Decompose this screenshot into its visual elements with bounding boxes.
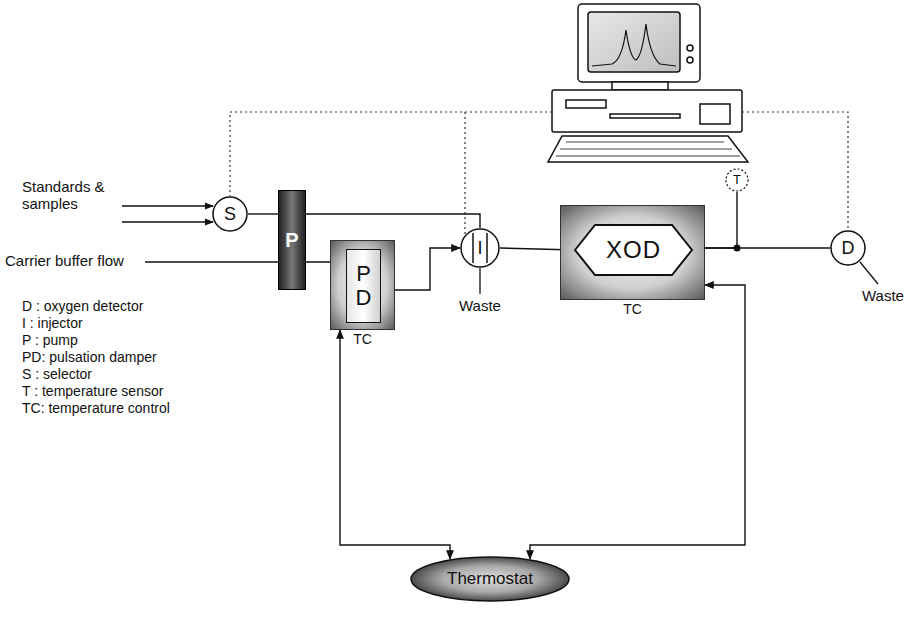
flow-connector — [248, 213, 278, 214]
node-label: TC — [623, 302, 642, 317]
injector-circle: I — [460, 228, 500, 268]
node-label: T — [733, 173, 741, 187]
flow-label: Carrier buffer flow — [5, 252, 124, 269]
node-label: S — [224, 205, 236, 224]
node-label: P — [285, 230, 298, 251]
selector-circle: S — [212, 196, 248, 232]
damper-box: P D — [346, 249, 381, 323]
node-label: D — [842, 239, 855, 258]
node-label: P D — [356, 262, 372, 310]
control-line — [230, 112, 848, 234]
sensor-circle: T — [725, 168, 749, 192]
temperature-housing: TCP D — [330, 240, 395, 330]
flow-connector — [340, 330, 450, 559]
node-label: XOD — [606, 237, 661, 262]
waste-label: Waste — [459, 297, 501, 314]
pump-bar: P — [278, 190, 306, 290]
input-label: Standards & samples — [22, 178, 118, 213]
node-label: Thermostat — [447, 570, 533, 588]
flow-connector — [530, 285, 745, 559]
detector-circle: D — [830, 230, 866, 266]
legend-line: P : pump — [22, 332, 78, 348]
waste-label: Waste — [862, 287, 904, 304]
legend-line: T : temperature sensor — [22, 383, 163, 399]
legend-line: S : selector — [22, 366, 92, 382]
flow-connector — [306, 214, 480, 228]
legend-line: D : oxygen detector — [22, 298, 143, 314]
legend-line: I : injector — [22, 315, 83, 331]
reactor-hexagon: XOD — [573, 223, 694, 277]
node-label: I — [477, 239, 482, 258]
legend-line: PD: pulsation damper — [22, 349, 157, 365]
thermostat-ellipse: Thermostat — [410, 556, 570, 602]
computer-illustration — [548, 4, 748, 162]
node-label: TC — [353, 332, 372, 347]
temperature-housing: TCXOD — [560, 205, 705, 300]
legend-line: TC: temperature control — [22, 400, 170, 416]
